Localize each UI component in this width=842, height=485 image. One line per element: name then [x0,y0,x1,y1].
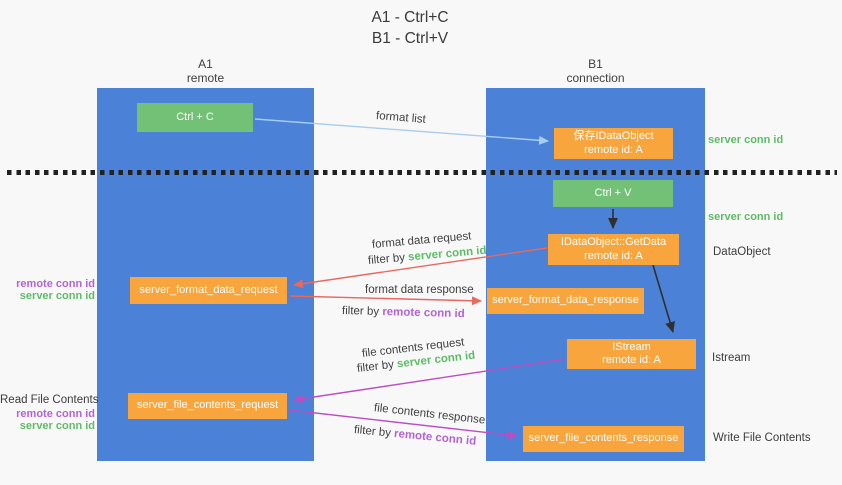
file-contents-response-arrow [288,409,518,440]
file-response-node: server_file_contents_response [523,426,684,452]
session-separator-line [7,170,837,175]
format-request-node: server_format_data_request [130,277,287,304]
istream-side-label: Istream [712,352,751,364]
title-line-2: B1 - Ctrl+V [371,30,449,47]
ctrl-v-label: Ctrl + V [594,186,632,199]
left-server-conn-id-bottom: server conn id [19,420,95,432]
istream-node: IStream remote id: A [567,339,696,369]
dataobject-side-label: DataObject [713,246,771,258]
format-request-label: server_format_data_request [139,283,278,296]
save-dataobject-line1: 保存IDataObject [573,130,654,142]
format-response-node: server_format_data_response [487,288,644,314]
getdata-to-istream-arrow [652,264,675,333]
left-server-conn-id-top: server conn id [19,290,95,302]
lifeline-b1-role: connection [566,71,625,85]
file-contents-request-arrow [293,358,567,404]
file-response-label: server_file_contents_response [528,432,679,445]
left-remote-conn-id-top: remote conn id [16,278,95,290]
right-server-conn-id-top: server conn id [708,134,784,146]
ctrl-v-node: Ctrl + V [553,180,673,207]
format-response-label: server_format_data_response [492,294,639,307]
lifeline-a1-header: A1 remote [97,57,314,85]
ctrl-c-label: Ctrl + C [176,110,214,123]
save-dataobject-node: 保存IDataObject remote id: A [554,128,673,159]
istream-line2: remote id: A [602,354,661,366]
write-file-contents-label: Write File Contents [713,432,811,444]
istream-line1: IStream [612,340,651,353]
right-server-conn-id-mid: server conn id [708,211,784,223]
format-list-arrow [254,118,549,145]
left-remote-conn-id-bottom: remote conn id [16,408,95,420]
file-request-label: server_file_contents_request [136,399,279,412]
ctrl-c-node: Ctrl + C [137,103,253,132]
getdata-line1: IDataObject::GetData [560,236,667,248]
filter-by-text: filter by [341,305,380,318]
getdata-line2: remote id: A [584,249,643,262]
title-line-1: A1 - Ctrl+C [371,9,449,26]
diagram-title: A1 - Ctrl+C B1 - Ctrl+V [260,7,560,49]
read-file-contents-label: Read File Contents [0,394,99,406]
getdata-node: IDataObject::GetData remote id: A [548,234,679,265]
lifeline-a1-name: A1 [198,57,213,71]
lifeline-b1-name: B1 [588,57,603,71]
format-data-response-arrow [289,295,482,306]
file-request-node: server_file_contents_request [128,393,287,419]
lifeline-b1-header: B1 connection [486,57,705,85]
lifeline-a1-role: remote [186,71,225,85]
format-data-response-label: format data response [365,284,474,296]
format-data-request-arrow [293,247,548,289]
remote-conn-id-text: remote conn id [382,306,465,321]
save-dataobject-line2: remote id: A [584,143,643,156]
